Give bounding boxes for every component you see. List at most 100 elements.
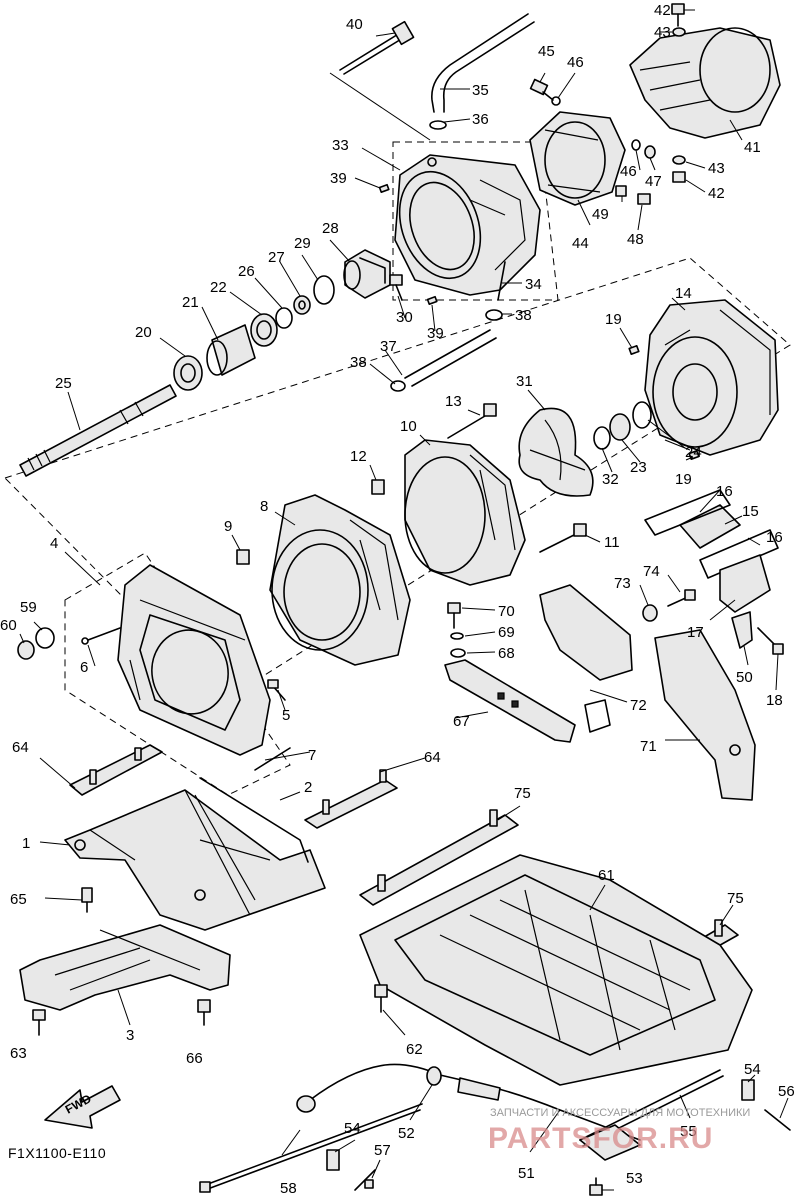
bracket-part-17 (719, 554, 771, 613)
bolt-part-65 (81, 887, 93, 913)
bolt-part-34 (497, 261, 506, 301)
bolt-part-11 (539, 523, 587, 553)
callout-20: 20 (135, 324, 152, 341)
gasket-part-16b (699, 529, 779, 579)
callout-42b: 42 (708, 185, 725, 202)
callout-46a: 46 (567, 54, 584, 71)
callout-19a: 19 (605, 311, 622, 328)
callout-52: 52 (398, 1125, 415, 1142)
washer-part-69 (450, 632, 464, 640)
callout-32: 32 (602, 471, 619, 488)
callout-1: 1 (22, 835, 30, 852)
callout-40: 40 (346, 16, 363, 33)
bolt-part-66 (197, 999, 211, 1026)
collar-part-9 (236, 549, 250, 565)
plate-part-72 (539, 584, 633, 681)
callout-38b: 38 (350, 354, 367, 371)
callout-13: 13 (445, 393, 462, 410)
callout-59: 59 (20, 599, 37, 616)
leader-lines (19, 9, 789, 1191)
callout-7: 7 (308, 747, 316, 764)
callout-58: 58 (280, 1180, 297, 1197)
bearing-part (250, 313, 278, 347)
callout-17: 17 (687, 624, 704, 641)
callout-19b: 19 (675, 471, 692, 488)
collar-part-43b (672, 155, 686, 165)
drive-shaft-part (19, 384, 177, 477)
callout-51: 51 (518, 1165, 535, 1182)
callout-27: 27 (268, 249, 285, 266)
callout-23: 23 (630, 459, 647, 476)
callout-67: 67 (453, 713, 470, 730)
callout-39b: 39 (427, 325, 444, 342)
washer-part-68 (450, 648, 466, 658)
callout-48: 48 (627, 231, 644, 248)
pump-housing-part (644, 299, 779, 456)
callout-69: 69 (498, 624, 515, 641)
washer-part-59 (35, 627, 55, 649)
callout-70: 70 (498, 603, 515, 620)
callout-28: 28 (322, 220, 339, 237)
callout-75a: 75 (514, 785, 531, 802)
bolt-part-62 (374, 984, 388, 1013)
callout-8: 8 (260, 498, 268, 515)
callout-5: 5 (282, 707, 290, 724)
callout-50: 50 (736, 669, 753, 686)
callout-24: 24 (685, 444, 702, 461)
gasket-part-16a (644, 489, 731, 536)
washer-part (275, 307, 293, 329)
seal-part-32 (593, 426, 611, 450)
callout-38a: 38 (515, 307, 532, 324)
seal-part-23 (609, 413, 631, 441)
reference-code: F1X1100-E110 (8, 1145, 106, 1161)
washer-part-46b (631, 139, 641, 151)
ride-plate-part-61 (359, 854, 753, 1086)
bolt-part-63 (32, 1009, 46, 1036)
callout-34: 34 (525, 276, 542, 293)
watermark-logo-text: PARTSFOR.RU (488, 1122, 713, 1155)
callout-63: 63 (10, 1045, 27, 1062)
bolt-part-53 (589, 1177, 603, 1196)
callout-41: 41 (744, 139, 761, 156)
callout-55: 55 (680, 1123, 697, 1140)
callout-53: 53 (626, 1170, 643, 1187)
callout-65: 65 (10, 891, 27, 908)
bolt-part-13 (447, 403, 497, 439)
callout-18: 18 (766, 692, 783, 709)
cable-tie-part-58 (199, 1103, 423, 1193)
callout-29: 29 (294, 235, 311, 252)
callout-54b: 54 (744, 1061, 761, 1078)
callout-75b: 75 (727, 890, 744, 907)
callout-45: 45 (538, 43, 555, 60)
cable-part-52 (296, 1063, 641, 1141)
callout-25: 25 (55, 375, 72, 392)
callout-4: 4 (50, 535, 58, 552)
callout-43b: 43 (708, 160, 725, 177)
callout-10: 10 (400, 418, 417, 435)
callout-3: 3 (126, 1027, 134, 1044)
hose-clamp-part-3 (390, 380, 406, 392)
callout-56: 56 (778, 1083, 795, 1100)
washer-part-46a (551, 96, 561, 106)
callout-64a: 64 (12, 739, 29, 756)
callout-26: 26 (238, 263, 255, 280)
bolt-part-45 (529, 78, 554, 101)
reverse-bracket-part (529, 111, 626, 206)
callout-16a: 16 (716, 483, 733, 500)
callout-22: 22 (210, 279, 227, 296)
hose-clamp-part-2 (485, 309, 503, 321)
collar-part-73 (642, 604, 658, 622)
ride-plate-part-71 (654, 629, 756, 801)
bolt-part-18 (757, 627, 784, 655)
callout-21: 21 (182, 294, 199, 311)
strip-part-64a (69, 744, 163, 796)
intake-duct-group-outline (64, 552, 291, 796)
screw-part-56 (764, 1109, 791, 1131)
bolt-part-70 (447, 602, 461, 629)
callout-12: 12 (350, 448, 367, 465)
callout-16b: 16 (766, 529, 783, 546)
callout-36: 36 (472, 111, 489, 128)
cross-bracket-part (19, 924, 231, 1011)
clip-part-54b (741, 1079, 755, 1101)
